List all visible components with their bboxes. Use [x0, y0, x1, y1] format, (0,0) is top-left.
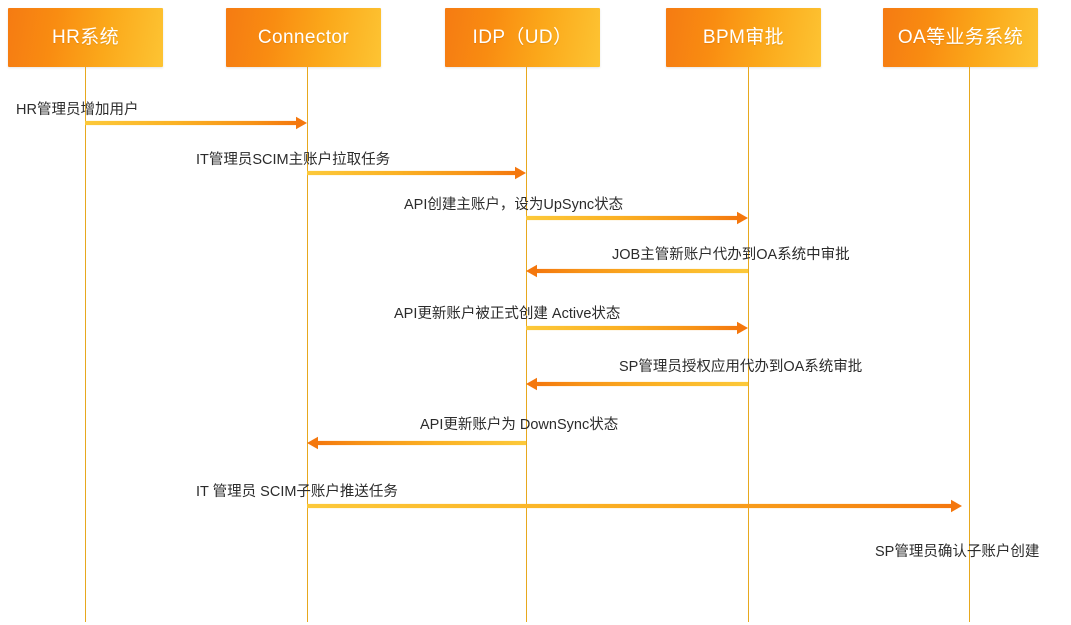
participant-label-bpm: BPM审批 [702, 27, 785, 48]
message-label-1: HR管理员增加用户 [16, 102, 139, 118]
message-label-9: SP管理员确认子账户创建 [875, 544, 1040, 560]
lifeline-bpm [748, 67, 749, 622]
message-arrow-6 [526, 377, 748, 391]
participant-label-connector: Connector [257, 27, 350, 48]
participant-box-hr[interactable]: HR系统 [8, 8, 163, 67]
message-label-5: API更新账户被正式创建 Active状态 [394, 306, 621, 322]
message-label-6: SP管理员授权应用代办到OA系统审批 [619, 359, 863, 375]
message-label-2: IT管理员SCIM主账户拉取任务 [196, 152, 391, 168]
lifeline-oa [969, 67, 970, 622]
message-label-8: IT 管理员 SCIM子账户推送任务 [196, 484, 398, 500]
message-arrow-4 [526, 264, 748, 278]
participant-label-idp: IDP（UD） [472, 27, 573, 48]
lifeline-idp [526, 67, 527, 622]
participant-box-idp[interactable]: IDP（UD） [445, 8, 600, 67]
message-arrow-3 [526, 211, 748, 225]
message-label-7: API更新账户为 DownSync状态 [420, 417, 619, 433]
message-arrow-7 [307, 436, 526, 450]
lifeline-hr [85, 67, 86, 622]
lifeline-connector [307, 67, 308, 622]
message-arrow-8 [307, 499, 962, 513]
participant-box-oa[interactable]: OA等业务系统 [883, 8, 1038, 67]
message-arrow-5 [526, 321, 748, 335]
message-label-3: API创建主账户，设为UpSync状态 [404, 197, 624, 213]
participant-label-hr: HR系统 [51, 27, 120, 48]
participant-box-bpm[interactable]: BPM审批 [666, 8, 821, 67]
participant-box-connector[interactable]: Connector [226, 8, 381, 67]
participant-label-oa: OA等业务系统 [897, 27, 1024, 48]
message-arrow-2 [307, 166, 526, 180]
message-label-4: JOB主管新账户代办到OA系统中审批 [612, 247, 850, 263]
message-arrow-1 [85, 116, 307, 130]
